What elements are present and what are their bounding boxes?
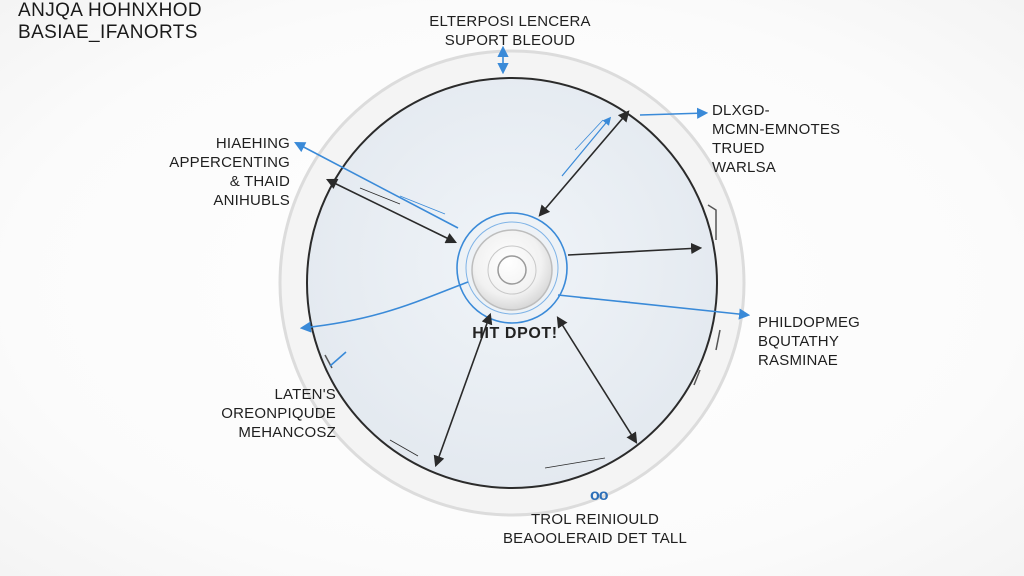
title-line-2: BASIAE_IFANORTS [18, 22, 198, 43]
arrow-left-curve [299, 281, 469, 333]
hub-ring [456, 212, 568, 324]
hub [471, 229, 553, 311]
arrow-left-dark [325, 178, 458, 244]
label-right: PHILDOPMEG BQUTATHY RASMINAE [758, 313, 860, 370]
label-top-line-1: ELTERPOSI LENCERA [429, 13, 591, 30]
label-bottom-line-1: TROL REINIOULD [530, 511, 660, 528]
hub-label: HIT DPOT! [472, 325, 558, 342]
label-left-line-3: & THAID [229, 173, 290, 190]
hub-center [497, 255, 527, 285]
label-top-right-line-3: TRUED [712, 140, 765, 157]
arrow-bottom-dark [433, 312, 493, 468]
label-top-line-2: SUPORT BLEOUD [444, 32, 576, 49]
arrow-top-right-blue [639, 107, 709, 119]
spoke-micro-text [399, 119, 631, 303]
arrow-bottom-left-blue [329, 351, 347, 367]
label-bottom-left: LATEN'S OREONPIQUDE MEHANCOSZ [186, 385, 336, 442]
arrow-top-right-blue2 [561, 116, 612, 177]
label-top-right: DLXGD- MCMN-EMNOTES TRUED WARLSA [712, 101, 840, 177]
label-top-right-line-4: WARLSA [712, 159, 776, 176]
label-top-right-line-2: MCMN-EMNOTES [712, 121, 841, 138]
label-bottom: TROL REINIOULD BEAOOLERAID DET TALL [470, 510, 720, 548]
label-right-line-3: RASMINAE [758, 352, 838, 369]
arrow-right-blue [557, 294, 751, 320]
link-icon: oo [590, 487, 609, 504]
label-left: HIAEHING APPERCENTING & THAID ANIHUBLS [130, 134, 290, 210]
label-left-line-2: APPERCENTING [169, 154, 290, 171]
label-right-line-2: BQUTATHY [758, 333, 840, 350]
label-left-line-4: ANIHUBLS [213, 192, 290, 209]
label-right-line-1: PHILDOPMEG [758, 314, 861, 331]
title-line-1: ANJQA HOHNXHOD [18, 0, 203, 21]
label-bottom-line-2: BEAOOLERAID DET TALL [502, 530, 688, 547]
label-top: ELTERPOSI LENCERA SUPORT BLEOUD [395, 12, 625, 50]
arrow-top-right-dark [538, 110, 630, 217]
label-bottom-left-line-2: OREONPIQUDE [221, 405, 336, 422]
label-top-right-line-1: DLXGD- [712, 102, 770, 119]
label-left-line-1: HIAEHING [215, 135, 290, 152]
arrow-right-dark [567, 242, 703, 256]
arrow-bottom-right-dark [556, 316, 638, 444]
hub-ring-inner [465, 221, 559, 315]
label-bottom-left-line-3: MEHANCOSZ [238, 424, 336, 441]
label-bottom-left-line-1: LATEN'S [274, 386, 336, 403]
